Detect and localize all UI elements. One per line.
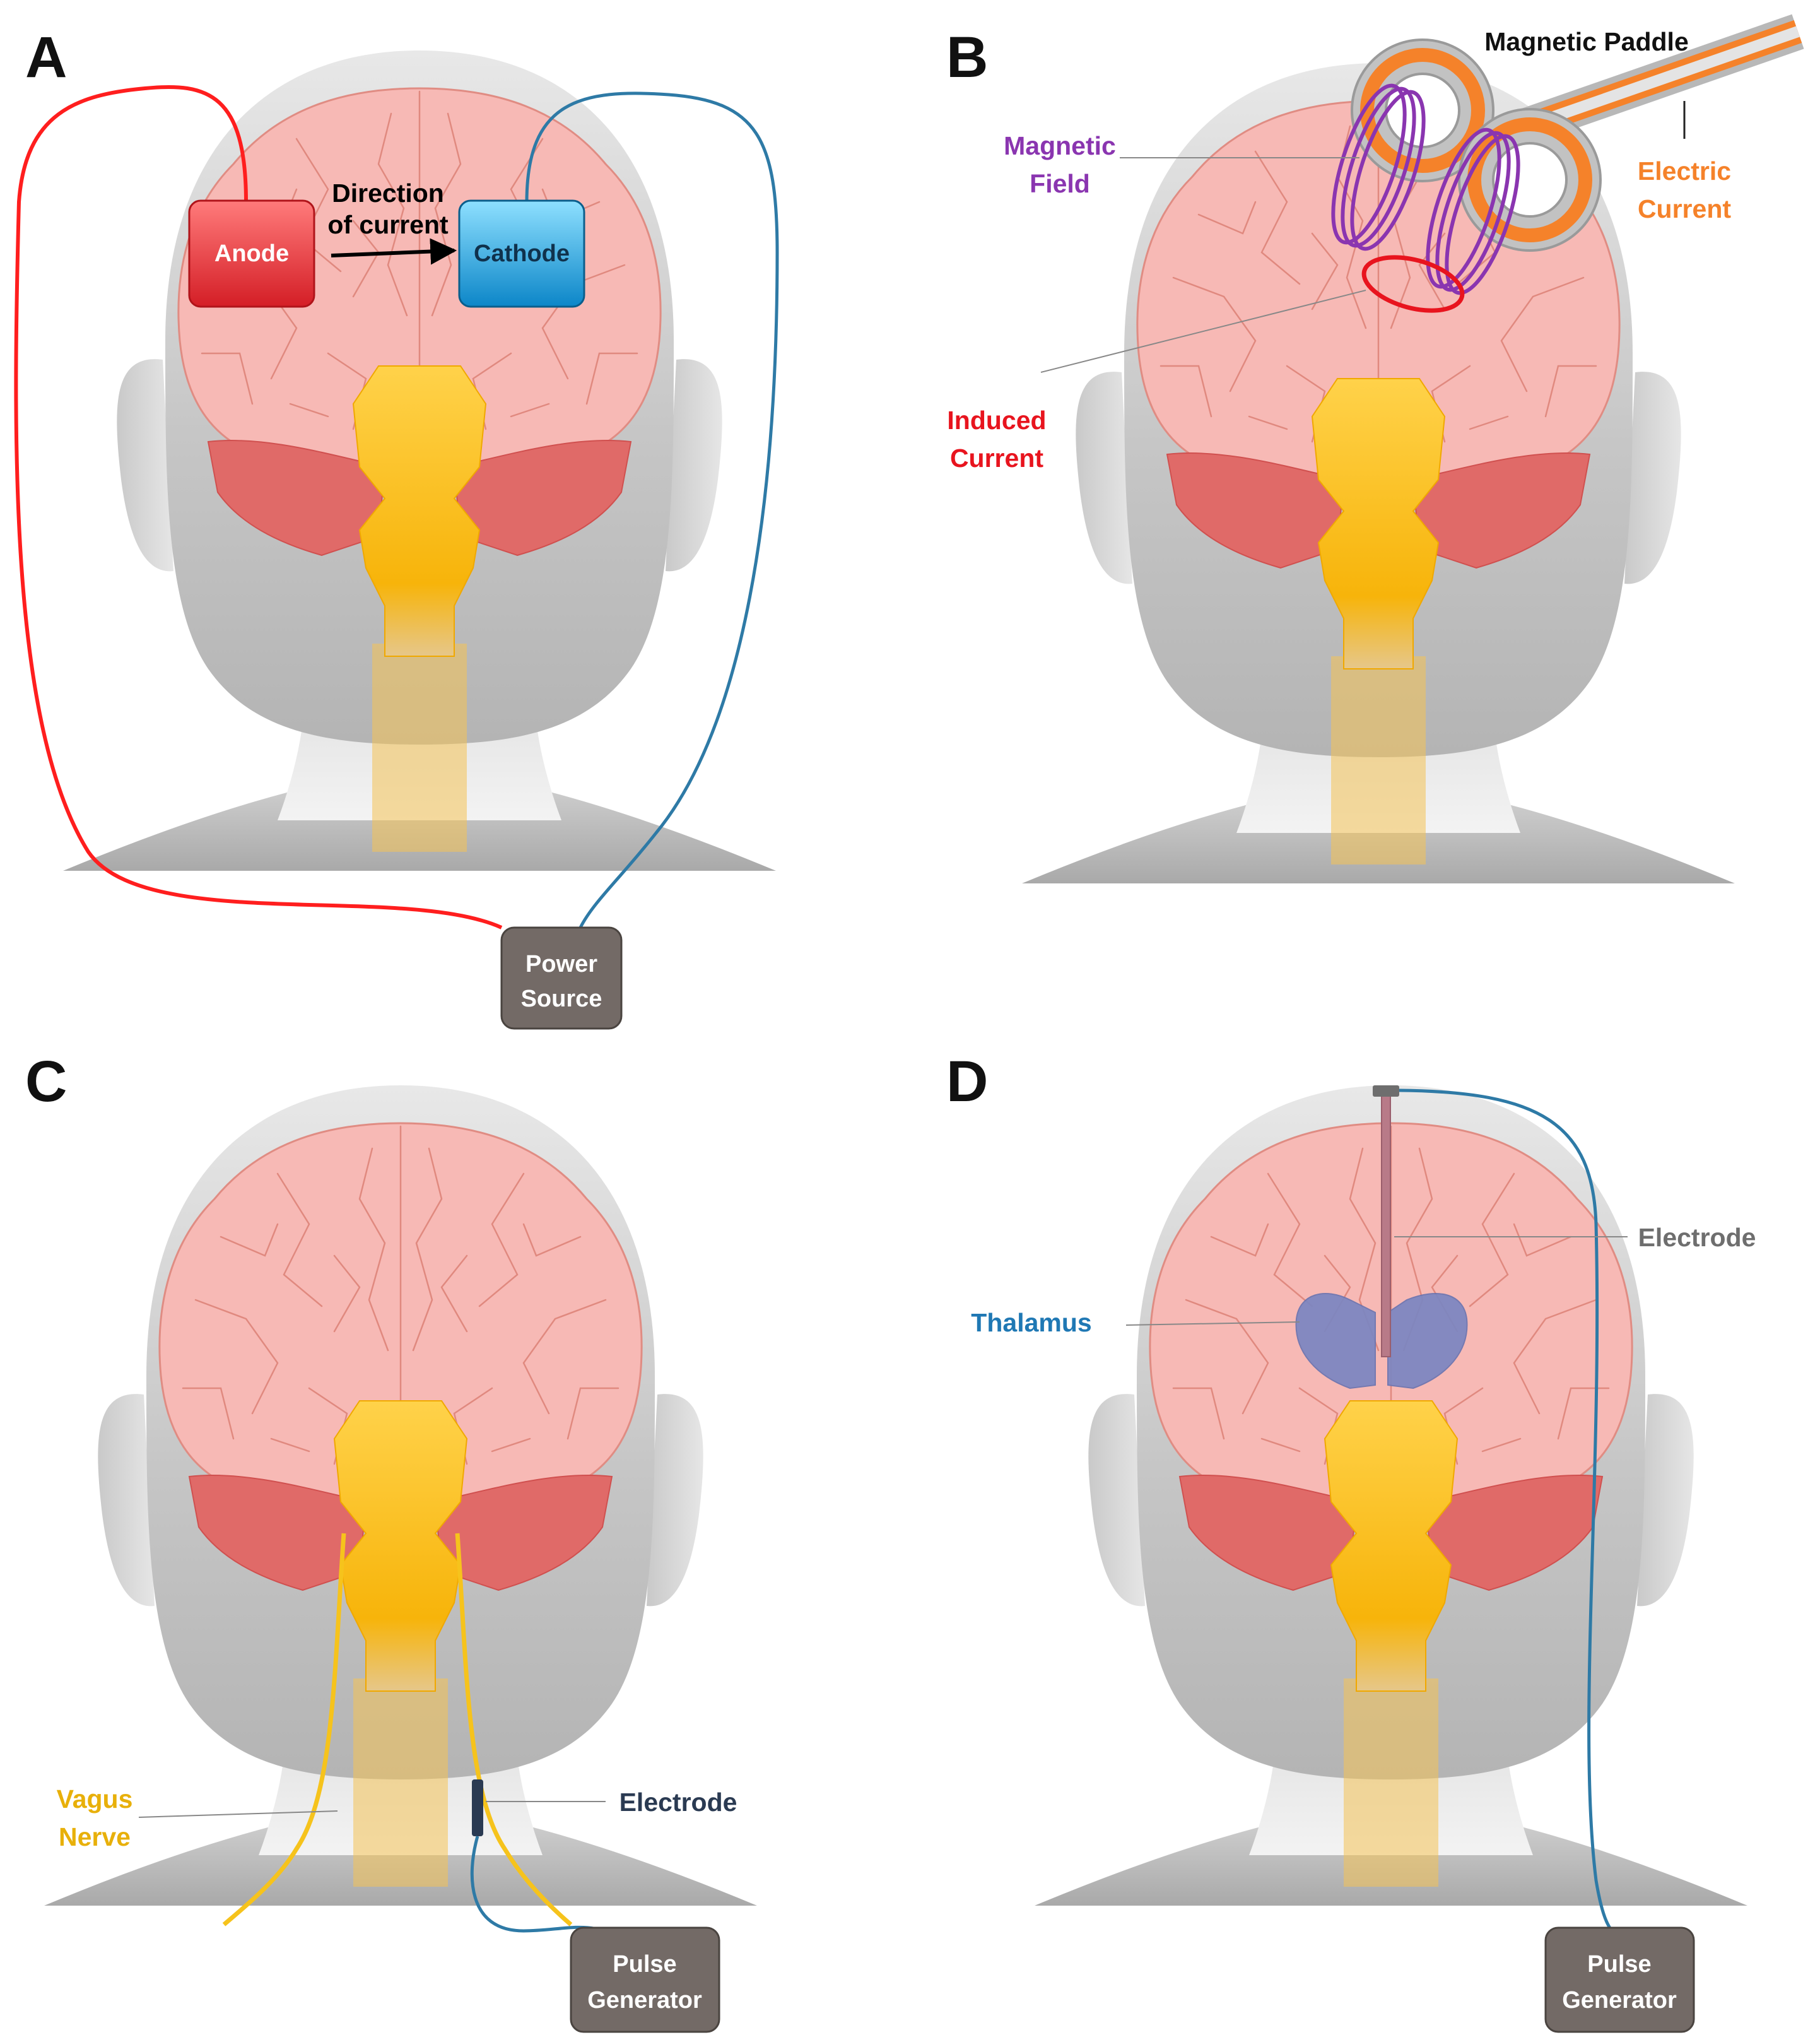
pulse-generator-box-c bbox=[570, 1926, 720, 2033]
anode-electrode bbox=[188, 199, 315, 308]
magnetic-field-label-line2: Field bbox=[1030, 169, 1090, 198]
thalamus-label: Thalamus bbox=[971, 1308, 1091, 1337]
panel-label-b: B bbox=[946, 25, 988, 90]
vagus-nerve bbox=[222, 1533, 573, 1926]
electrode-label-d: Electrode bbox=[1638, 1223, 1756, 1252]
panel-label-d: D bbox=[946, 1049, 988, 1114]
cathode-wire bbox=[525, 91, 779, 929]
electrode-label-c: Electrode bbox=[619, 1788, 737, 1817]
electric-current-label-line1: Electric bbox=[1638, 156, 1731, 186]
induced-current-label-line2: Current bbox=[950, 444, 1043, 473]
vagus-electrode bbox=[472, 1779, 483, 1836]
magnetic-paddle-label: Magnetic Paddle bbox=[1484, 27, 1689, 56]
dbs-electrode bbox=[1381, 1091, 1391, 1357]
direction-label-line1: Direction bbox=[332, 179, 444, 208]
power-source-line2: Source bbox=[521, 986, 602, 1012]
vagus-nerve-label-line1: Vagus bbox=[57, 1784, 133, 1814]
electric-current-label-line2: Current bbox=[1638, 194, 1731, 223]
anode-wire bbox=[14, 85, 503, 929]
pulse-generator-box-d bbox=[1544, 1926, 1695, 2033]
power-source-line1: Power bbox=[525, 951, 597, 977]
pulse-generator-c-line1: Pulse bbox=[613, 1951, 676, 1978]
panel-b: B bbox=[946, 14, 1804, 883]
pulse-generator-d-line2: Generator bbox=[1562, 1987, 1677, 2014]
panel-d: D Electrode Thalamus Pulse Generator bbox=[946, 1049, 1756, 2033]
magnetic-field-label-line1: Magnetic bbox=[1004, 131, 1116, 160]
vagus-nerve-label-line2: Nerve bbox=[59, 1822, 131, 1851]
power-source-box bbox=[500, 926, 623, 1030]
panel-c: C Vagus Nerve Electrode Pulse Generator bbox=[25, 1049, 757, 2033]
thalamus bbox=[1295, 1293, 1468, 1389]
panel-a: A Anode Cathode Direction of current Pow… bbox=[14, 25, 779, 1030]
cathode-label: Cathode bbox=[474, 240, 570, 267]
direction-arrow bbox=[331, 238, 457, 265]
panel-label-a: A bbox=[25, 25, 67, 90]
magnetic-field-loops bbox=[1331, 83, 1520, 295]
induced-current-loop bbox=[1361, 255, 1465, 313]
panel-label-c: C bbox=[25, 1049, 67, 1114]
induced-current-label-line1: Induced bbox=[947, 406, 1046, 435]
direction-label-line2: of current bbox=[327, 210, 449, 239]
pulse-generator-c-line2: Generator bbox=[587, 1987, 702, 2014]
cathode-electrode bbox=[458, 199, 585, 308]
anode-label: Anode bbox=[214, 240, 289, 267]
pulse-generator-d-line1: Pulse bbox=[1587, 1951, 1651, 1978]
